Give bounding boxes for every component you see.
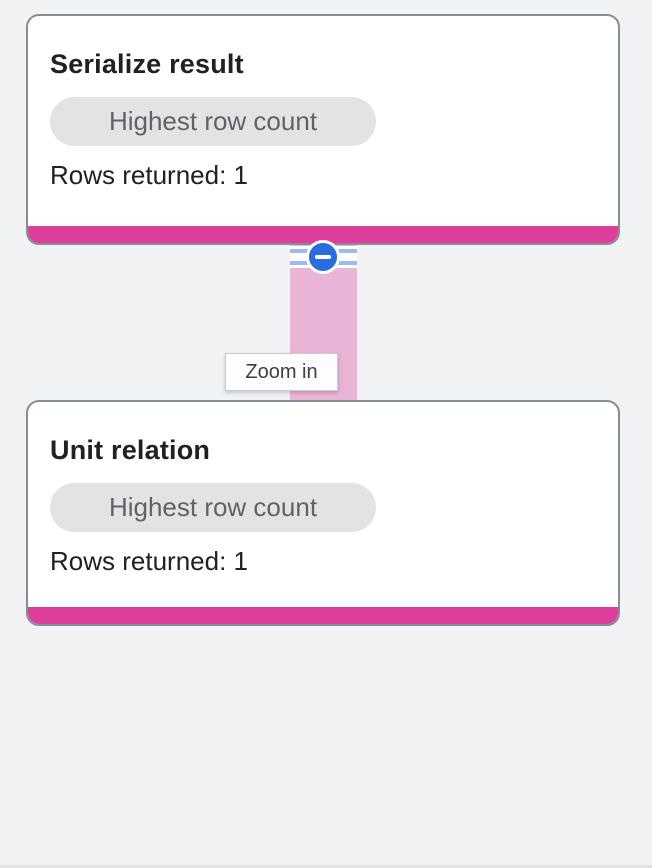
- highest-row-count-badge: Highest row count: [50, 97, 376, 146]
- node-content: Unit relation Highest row count Rows ret…: [28, 402, 618, 576]
- node-accent-bar: [28, 226, 618, 243]
- rows-returned-stat: Rows returned: 1: [50, 160, 248, 190]
- zoom-in-tooltip: Zoom in: [225, 353, 338, 391]
- minus-icon: [315, 255, 331, 259]
- canvas-bottom-edge: [0, 865, 652, 868]
- node-title: Serialize result: [50, 49, 244, 79]
- node-content: Serialize result Highest row count Rows …: [28, 16, 618, 190]
- rows-returned-stat: Rows returned: 1: [50, 546, 248, 576]
- highest-row-count-badge: Highest row count: [50, 483, 376, 532]
- node-accent-bar: [28, 607, 618, 624]
- node-title: Unit relation: [50, 435, 211, 465]
- collapse-edge-button[interactable]: [306, 240, 340, 274]
- plan-node-serialize-result[interactable]: Serialize result Highest row count Rows …: [26, 14, 620, 245]
- plan-node-unit-relation[interactable]: Unit relation Highest row count Rows ret…: [26, 400, 620, 626]
